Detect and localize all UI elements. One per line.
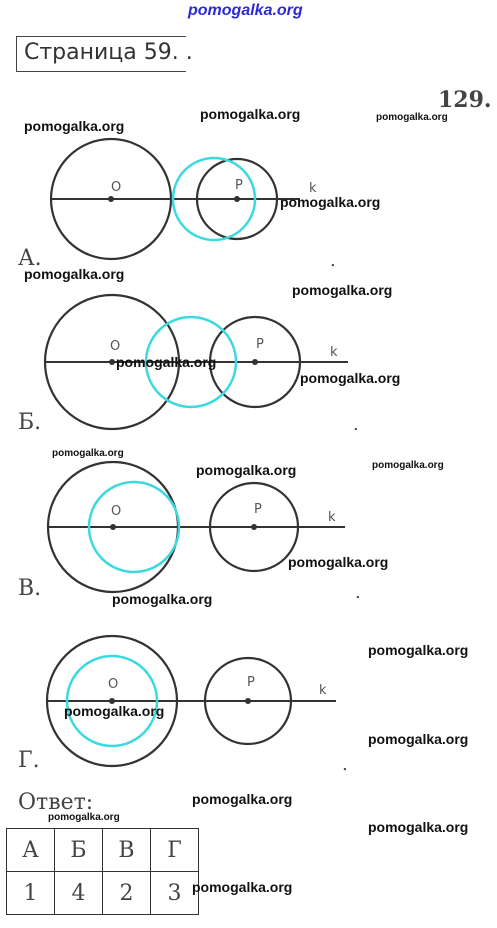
watermark: pomogalka.org — [292, 282, 393, 298]
answer-header-b: Б — [54, 828, 103, 872]
watermark: pomogalka.org — [288, 554, 389, 570]
label-p-c: P — [254, 502, 262, 517]
circle-p-c — [208, 481, 300, 573]
page-title: Страница 59. . — [24, 40, 193, 65]
answer-value-d: 3 — [150, 871, 199, 915]
answer-value-b: 4 — [54, 871, 103, 915]
watermark: pomogalka.org — [280, 194, 381, 210]
watermark: pomogalka.org — [192, 791, 293, 807]
label-p-d: P — [247, 675, 255, 690]
figure-d-dot: . — [342, 754, 348, 775]
watermark: pomogalka.org — [368, 819, 469, 835]
label-k-b: k — [330, 345, 338, 360]
circle-o-a — [49, 137, 173, 261]
figure-b-dot: . — [353, 414, 359, 435]
answer-label: Ответ: — [18, 790, 94, 815]
label-o-c: O — [111, 504, 121, 519]
watermark: pomogalka.org — [372, 460, 444, 471]
watermark: pomogalka.org — [64, 703, 165, 719]
watermark: pomogalka.org — [24, 118, 125, 134]
answer-value-a: 1 — [6, 871, 55, 915]
watermark: pomogalka.org — [52, 448, 124, 459]
watermark: pomogalka.org — [368, 731, 469, 747]
watermark-top: pomogalka.org — [188, 2, 303, 19]
figure-b: O P k — [43, 293, 348, 431]
watermark: pomogalka.org — [200, 106, 301, 122]
label-o-a: O — [111, 180, 121, 195]
label-o-d: O — [108, 677, 118, 692]
watermark: pomogalka.org — [196, 462, 297, 478]
point-p-d — [245, 698, 251, 704]
circle-highlight-a — [171, 156, 257, 242]
point-p-b — [252, 359, 258, 365]
answer-header-c: В — [102, 828, 151, 872]
circle-highlight-c — [87, 480, 181, 574]
figure-a: O P k — [49, 137, 317, 261]
answer-table-value-row: 1 4 2 3 — [6, 871, 199, 915]
circle-p-a — [195, 157, 279, 241]
answer-header-d: Г — [150, 828, 199, 872]
watermark: pomogalka.org — [300, 370, 401, 386]
point-o-c — [110, 524, 116, 530]
task-number: 129. — [438, 87, 492, 113]
watermark: pomogalka.org — [192, 879, 293, 895]
label-p-a: P — [235, 178, 243, 193]
figure-c-letter: В. — [18, 576, 42, 601]
label-k-c: k — [328, 510, 336, 525]
circle-p-b — [208, 315, 302, 409]
figure-c: O P k — [46, 460, 345, 594]
circle-highlight-b — [144, 315, 238, 409]
watermark: pomogalka.org — [48, 812, 120, 823]
watermark: pomogalka.org — [24, 266, 125, 282]
point-o-d — [109, 698, 115, 704]
watermark: pomogalka.org — [368, 642, 469, 658]
point-p-a — [234, 196, 240, 202]
label-o-b: O — [110, 339, 120, 354]
point-p-c — [251, 524, 257, 530]
label-k-a: k — [309, 181, 317, 196]
label-p-b: P — [256, 337, 264, 352]
answer-header-a: А — [6, 828, 55, 872]
circle-o-d — [45, 634, 179, 768]
answer-value-c: 2 — [102, 871, 151, 915]
watermark: pomogalka.org — [116, 354, 217, 370]
figure-a-dot: . — [330, 250, 336, 271]
figure-c-dot: . — [355, 582, 361, 603]
circle-o-b — [43, 293, 181, 431]
label-k-d: k — [319, 683, 327, 698]
point-o-a — [108, 196, 114, 202]
page-title-box — [16, 36, 186, 72]
figure-a-letter: А. — [18, 246, 42, 271]
figure-d: O P k — [45, 634, 336, 768]
figure-b-letter: Б. — [18, 410, 42, 435]
answer-table-header-row: А Б В Г — [6, 828, 199, 872]
answer-table: А Б В Г 1 4 2 3 — [6, 828, 199, 915]
figure-d-letter: Г. — [18, 748, 40, 773]
circle-highlight-d — [65, 654, 159, 748]
circle-p-d — [203, 656, 293, 746]
watermark: pomogalka.org — [112, 591, 213, 607]
watermark: pomogalka.org — [376, 112, 448, 123]
point-o-b — [109, 359, 115, 365]
